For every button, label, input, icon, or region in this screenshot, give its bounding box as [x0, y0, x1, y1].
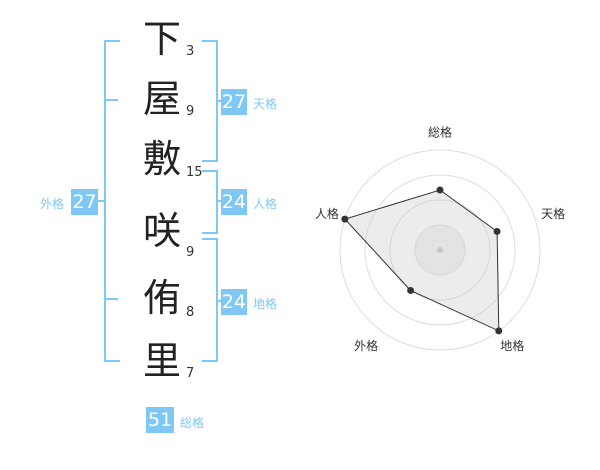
name-char-3: 敷 — [142, 137, 181, 181]
sou-label: 総格 — [180, 416, 205, 430]
radar-axis-label: 外格 — [354, 338, 378, 353]
name-char-6: 里 — [142, 339, 181, 383]
radar-point — [341, 215, 349, 223]
stroke-count-4: 9 — [186, 245, 195, 260]
radar-axis-label: 人格 — [315, 206, 339, 221]
radar-axis-label: 天格 — [541, 206, 565, 221]
radar-ring — [364, 174, 516, 326]
radar-series-area — [343, 189, 500, 332]
stroke-count-5: 8 — [186, 305, 195, 320]
name-char-2: 屋 — [142, 77, 181, 121]
ten-label: 天格 — [253, 97, 278, 111]
ten-value: 27 — [221, 89, 247, 115]
chi-value: 24 — [221, 289, 247, 315]
jin-label: 人格 — [253, 197, 278, 211]
radar-point — [436, 186, 444, 194]
radar-ring — [389, 199, 491, 301]
name-char-1: 下 — [142, 17, 181, 61]
gai-label: 外格 — [40, 197, 65, 211]
name-char-5: 侑 — [142, 276, 181, 320]
radar-ring — [339, 149, 541, 351]
radar-axis-label: 総格 — [428, 125, 452, 140]
ten-bracket-connector — [216, 100, 221, 102]
radar-axis-label: 地格 — [500, 338, 524, 353]
chi-label: 地格 — [253, 297, 278, 311]
stroke-count-2: 9 — [186, 104, 195, 119]
sou-value: 51 — [146, 407, 174, 433]
gai-bracket-tick — [104, 298, 118, 300]
gai-bracket — [104, 40, 120, 362]
name-char-4: 咲 — [142, 209, 181, 253]
gai-bracket-tick — [104, 99, 118, 101]
jin-bracket-connector — [216, 200, 221, 202]
radar-center-dot — [437, 247, 443, 253]
radar-point — [493, 227, 501, 235]
gai-value: 27 — [71, 189, 98, 215]
gai-bracket-connector — [96, 200, 105, 202]
jin-bracket — [202, 170, 218, 234]
radar-point — [407, 286, 415, 294]
jin-value: 24 — [221, 189, 247, 215]
stroke-count-3: 15 — [186, 165, 203, 180]
chi-bracket-connector — [216, 300, 221, 302]
stroke-count-1: 3 — [186, 44, 195, 59]
radar-point — [495, 327, 503, 335]
stroke-count-6: 7 — [186, 366, 195, 381]
